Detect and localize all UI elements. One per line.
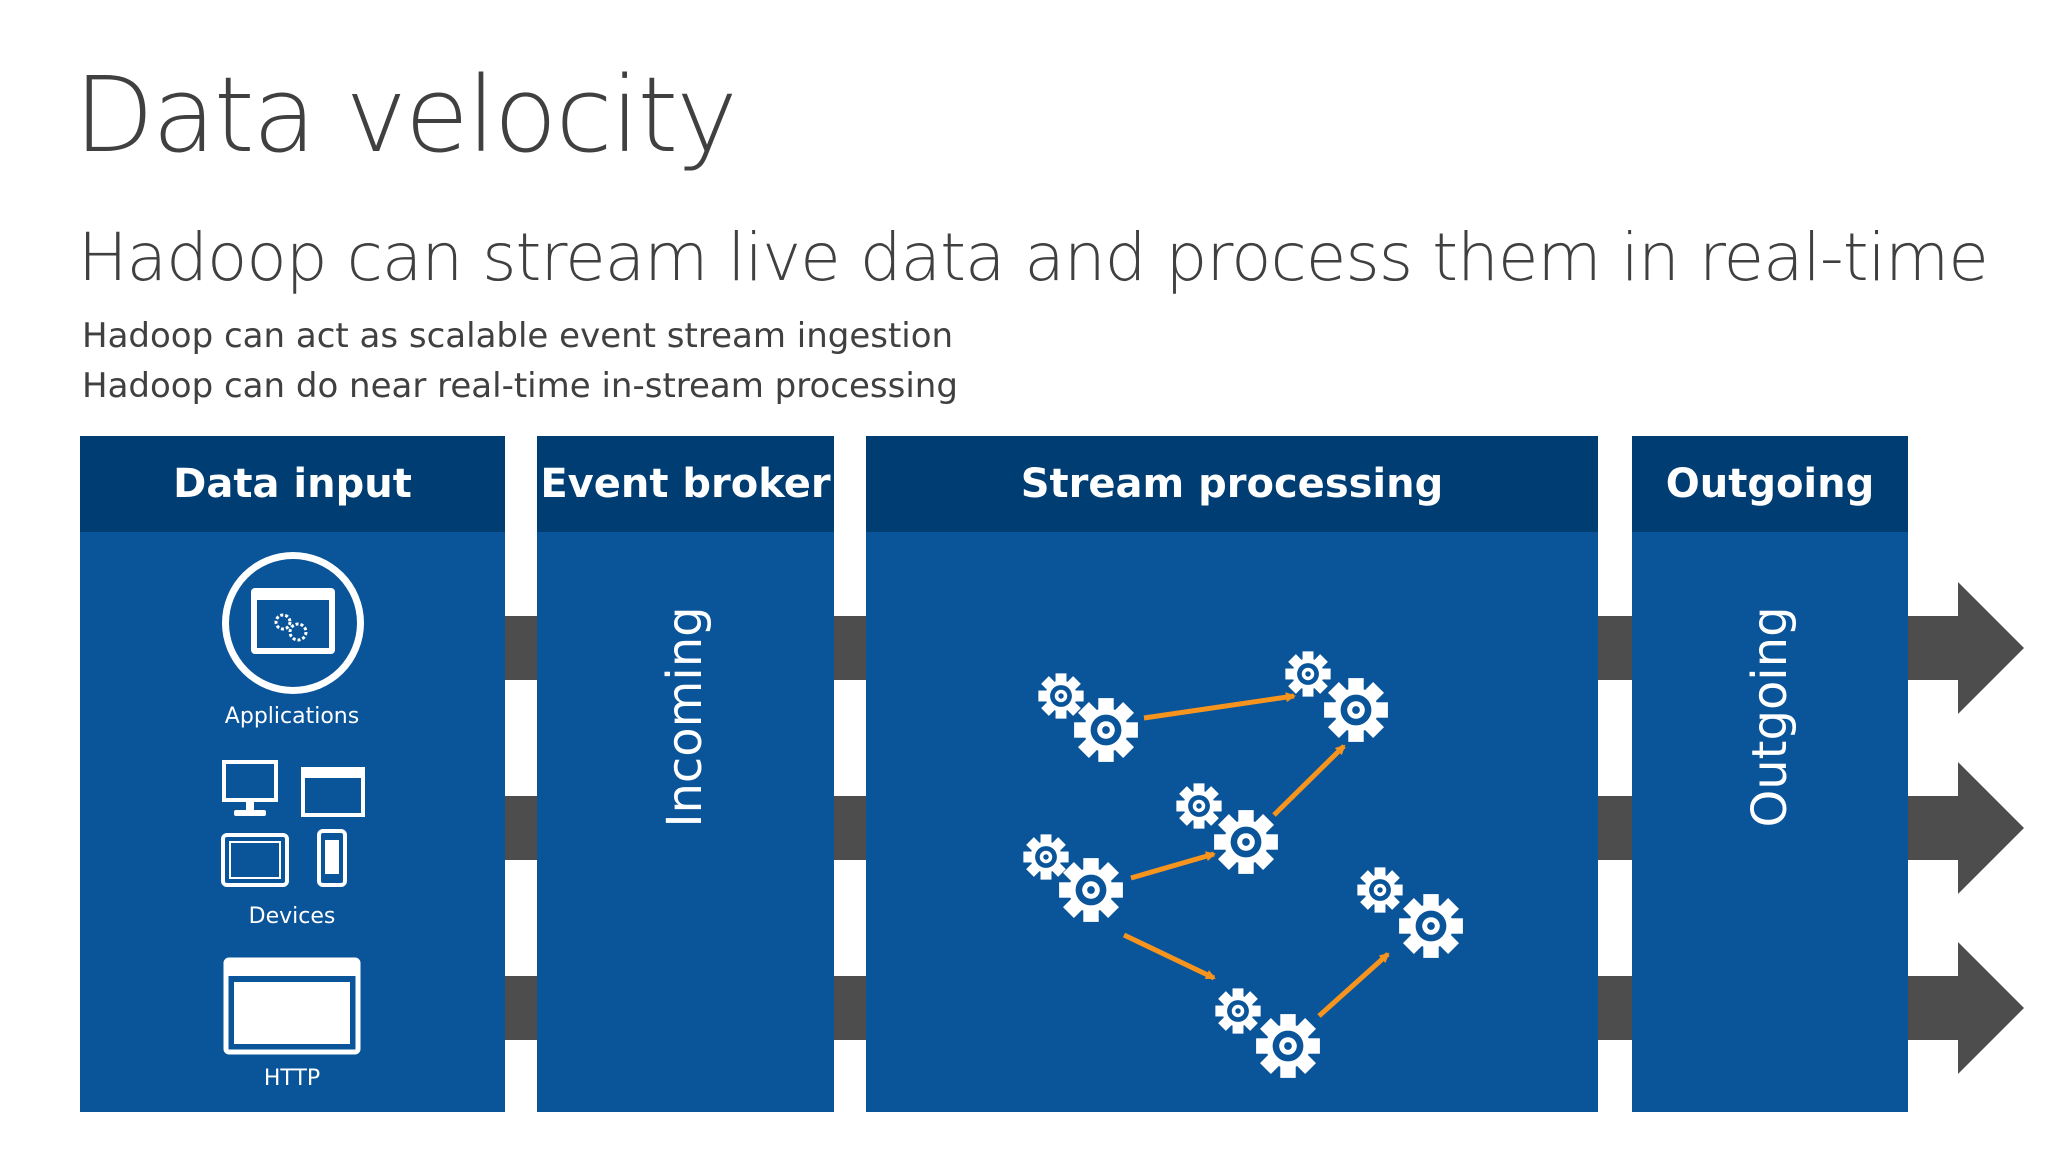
flow-arrow: [1272, 744, 1346, 817]
output-arrow-icon: [1958, 762, 2024, 894]
panel-header-outgoing: Outgoing: [1632, 436, 1908, 532]
connector-stream-outgoing-2: [1598, 796, 1632, 860]
flow-arrow: [1122, 932, 1216, 981]
connector-broker-stream-1: [834, 616, 866, 680]
connector-stream-outgoing-1: [1598, 616, 1632, 680]
connector-broker-stream-2: [834, 796, 866, 860]
bullet-ingestion: Hadoop can act as scalable event stream …: [82, 316, 954, 356]
flow-arrow: [1317, 952, 1390, 1018]
devices-label: Devices: [248, 904, 336, 929]
flow-arrow: [1143, 692, 1296, 721]
http-label: HTTP: [263, 1066, 321, 1091]
panel-header-event-broker: Event broker: [537, 436, 834, 532]
panel-event-broker: Event broker: [537, 436, 834, 1112]
gear-network: [1023, 651, 1463, 1078]
incoming-label: Incoming: [657, 606, 713, 828]
panel-outgoing: Outgoing: [1632, 436, 1908, 1112]
gear-icon: [1023, 834, 1069, 880]
connector-stream-outgoing-3: [1598, 976, 1632, 1040]
monitor-icon: [222, 760, 278, 816]
panel-data-input: Data input Applications Devices HTTP: [80, 436, 505, 1112]
output-arrow-icon: [1958, 942, 2024, 1074]
outgoing-label: Outgoing: [1742, 606, 1798, 828]
bullet-processing: Hadoop can do near real-time in-stream p…: [82, 366, 958, 406]
output-arrow-shaft-2: [1908, 796, 1960, 860]
output-arrow-shaft-1: [1908, 616, 1960, 680]
gear-icon: [1399, 894, 1463, 958]
gear-icon: [1214, 810, 1278, 874]
connector-input-broker-2: [505, 796, 537, 860]
http-window-icon: [223, 957, 361, 1055]
phone-icon: [317, 829, 347, 887]
connector-broker-stream-3: [834, 976, 866, 1040]
slide-subtitle: Hadoop can stream live data and process …: [78, 219, 1989, 296]
panel-stream-processing: Stream processing: [866, 436, 1598, 1112]
slide-title: Data velocity: [74, 54, 738, 176]
gear-icon: [1256, 1014, 1320, 1078]
tablet-icon: [221, 833, 289, 887]
gear-icon: [1176, 783, 1222, 829]
gear-icon: [1074, 698, 1138, 762]
applications-label: Applications: [224, 704, 360, 729]
gear-icon: [1324, 678, 1388, 742]
browser-window-icon: [301, 767, 365, 817]
output-arrow-shaft-3: [1908, 976, 1960, 1040]
panel-header-stream-processing: Stream processing: [866, 436, 1598, 532]
output-arrow-icon: [1958, 582, 2024, 714]
gear-icon: [1285, 651, 1331, 697]
panel-header-data-input: Data input: [80, 436, 505, 532]
flow-arrow: [1130, 851, 1216, 881]
gear-icon: [1059, 858, 1123, 922]
application-icon: [222, 552, 364, 694]
connector-input-broker-3: [505, 976, 537, 1040]
gear-icon: [1038, 673, 1084, 719]
connector-input-broker-1: [505, 616, 537, 680]
gear-icon: [1215, 988, 1261, 1034]
gear-icon: [1357, 867, 1403, 913]
